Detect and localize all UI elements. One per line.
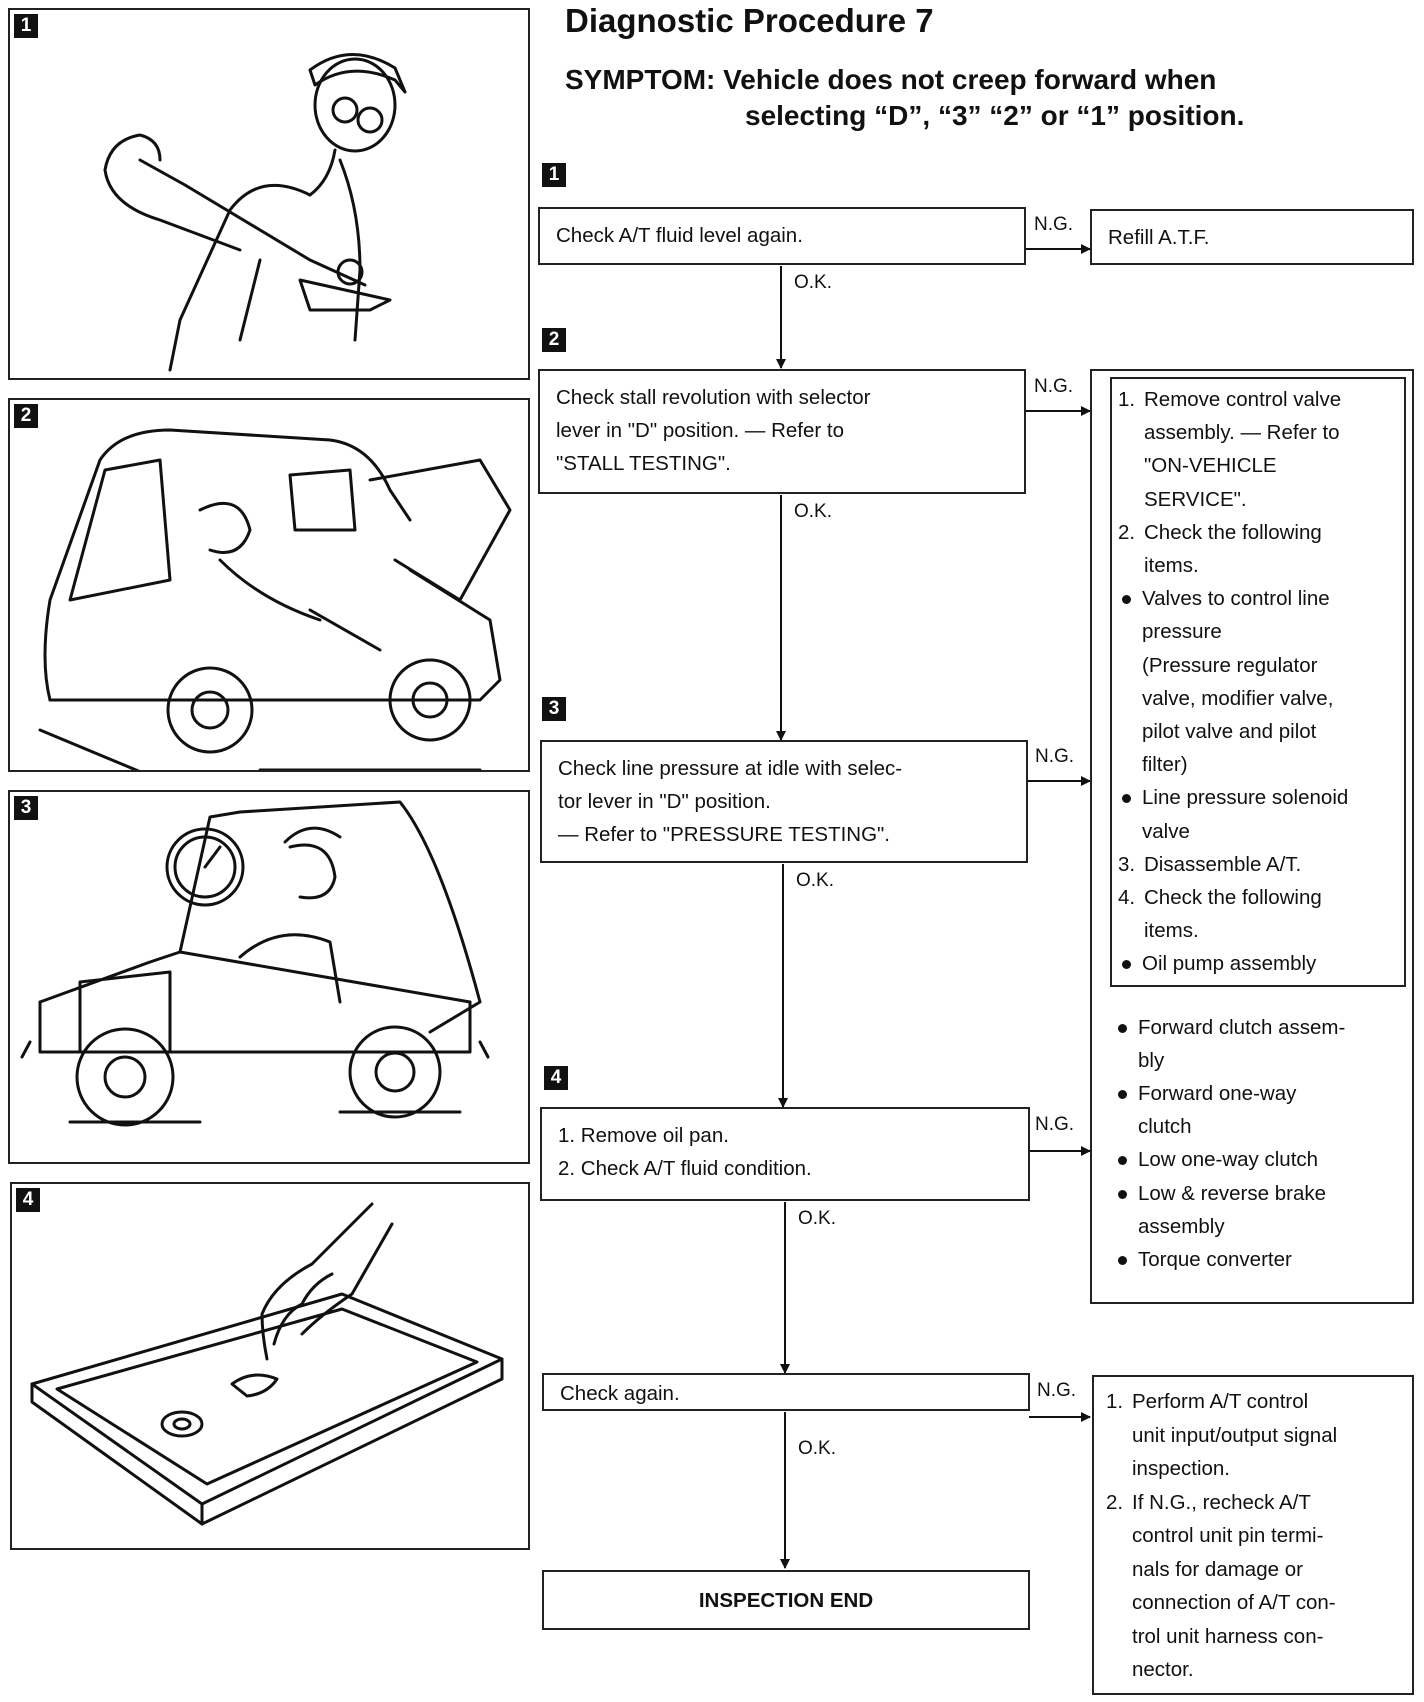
ng-label: N.G. [1034,376,1074,397]
ok-label: O.K. [794,501,833,522]
remedy-bullet-forward-one-way: Forward one-way clutch [1114,1077,1402,1143]
step-number-4: 4 [544,1066,568,1090]
remedy-bullet-forward-clutch: Forward clutch assem- bly [1114,1011,1402,1077]
bullet-icon [1122,960,1131,970]
remedy-bullet-torque-converter: Torque converter [1114,1243,1402,1276]
step-number-1: 1 [542,163,566,187]
refill-atf-box: Refill A.T.F. [1090,209,1414,265]
step-2-line: lever in "D" position. — Refer to [556,419,845,442]
step-1-box: Check A/T fluid level again. [538,207,1026,265]
remedy-bullet-valves: Valves to control line pressure (Pressur… [1118,582,1396,781]
step-2-line: "STALL TESTING". [556,452,731,475]
remedy-item-4: 4. Check the following items. [1118,886,1322,943]
inspection-end-text: INSPECTION END [698,1589,874,1612]
illustration-panel-1: 1 [8,8,530,380]
ng-label: N.G. [1035,1114,1075,1135]
refill-atf-text: Refill A.T.F. [1108,226,1210,249]
step-3-box: Check line pressure at idle with selec- … [540,740,1028,863]
remedy-last-item-2: 2. If N.G., recheck A/T control unit pin… [1106,1490,1336,1682]
technician-stall-test-in-car-icon [38,428,512,770]
step-4-line: 2. Check A/T fluid condition. [558,1157,812,1180]
ok-label: O.K. [798,1208,837,1229]
bullet-icon [1122,595,1131,605]
bullet-icon [1118,1090,1127,1100]
technician-checking-dipstick-icon [103,53,407,372]
bullet-icon [1122,794,1131,804]
illustration-panel-2: 2 [8,398,530,772]
ng-label: N.G. [1037,1380,1077,1401]
illustration-panel-4: 4 [10,1182,530,1550]
symptom-label: SYMPTOM: [565,64,716,95]
remedy-last-item-1: 1. Perform A/T control unit input/output… [1106,1390,1338,1480]
step-2-box: Check stall revolution with selector lev… [538,369,1026,494]
remedy-main-box: 1. Remove control valve assembly. — Refe… [1090,369,1414,1304]
ng-label: N.G. [1034,214,1074,235]
page-title: Diagnostic Procedure 7 [565,2,934,39]
step-4-box: 1. Remove oil pan. 2. Check A/T fluid co… [540,1107,1030,1201]
symptom-line-2: selecting “D”, “3” “2” or “1” position. [745,100,1245,131]
illustration-number: 2 [14,404,38,428]
bullet-icon [1118,1256,1127,1266]
step-1-text: Check A/T fluid level again. [556,224,803,247]
remedy-item-3: 3. Disassemble A/T. [1118,852,1302,876]
symptom-line-1: Vehicle does not creep forward when [723,64,1217,95]
remedy-inner-box: 1. Remove control valve assembly. — Refe… [1110,377,1406,987]
technician-pressure-gauge-in-car-icon [20,800,490,1127]
step-4-line: 1. Remove oil pan. [558,1124,729,1147]
bullet-icon [1118,1189,1127,1199]
remedy-last-box: 1. Perform A/T control unit input/output… [1092,1375,1414,1695]
step-number-3: 3 [542,697,566,721]
step-3-line: Check line pressure at idle with selec- [558,757,903,780]
ng-label: N.G. [1035,746,1075,767]
step-2-line: Check stall revolution with selector [556,386,871,409]
remedy-bullet-oil-pump: Oil pump assembly [1118,947,1396,980]
illustration-number: 3 [14,796,38,820]
illustration-panel-3: 3 [8,790,530,1164]
illustration-number: 1 [14,14,38,38]
step-3-line: — Refer to "PRESSURE TESTING". [558,823,891,846]
bullet-icon [1118,1023,1127,1033]
symptom-heading: SYMPTOM: Vehicle does not creep forward … [565,62,1244,134]
remedy-bullet-low-one-way: Low one-way clutch [1114,1143,1402,1176]
step-3-line: tor lever in "D" position. [558,790,771,813]
inspection-end-box: INSPECTION END [542,1570,1030,1630]
remedy-item-1: 1. Remove control valve assembly. — Refe… [1118,388,1342,511]
step-5-box: Check again. [542,1373,1030,1411]
ok-label: O.K. [794,272,833,293]
ok-label: O.K. [796,870,835,891]
remedy-item-2: 2. Check the following items. [1118,520,1322,578]
oil-pan-inspection-icon [30,1202,504,1526]
bullet-icon [1118,1156,1127,1166]
step-number-2: 2 [542,328,566,352]
step-5-text: Check again. [560,1382,680,1405]
remedy-bullet-low-reverse: Low & reverse brake assembly [1114,1177,1402,1243]
illustration-number: 4 [16,1188,40,1212]
ok-label: O.K. [798,1438,837,1459]
remedy-bullet-solenoid: Line pressure solenoid valve [1118,781,1396,847]
